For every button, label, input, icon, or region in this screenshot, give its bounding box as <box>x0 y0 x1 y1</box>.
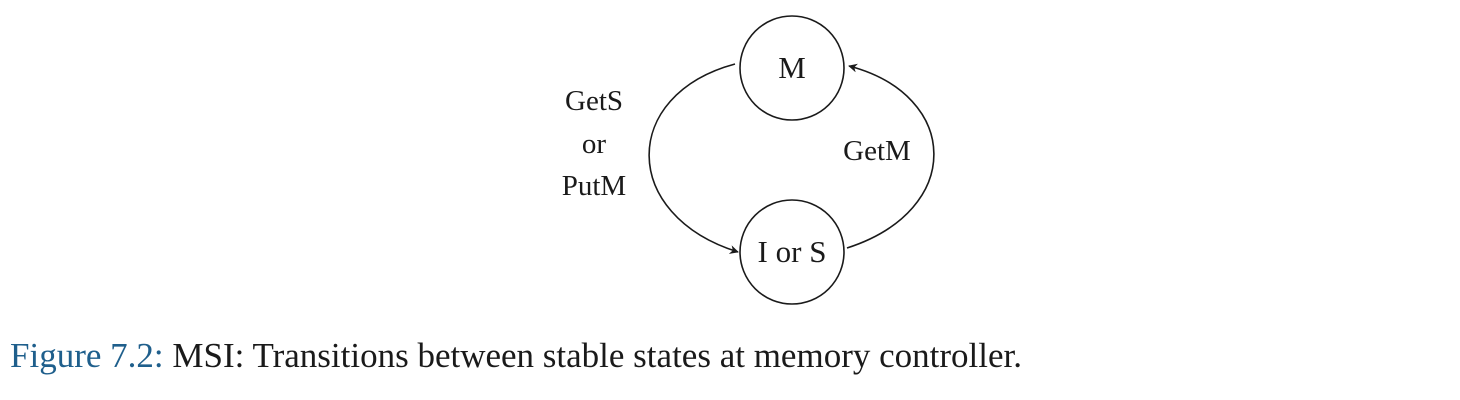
transition-label-i-or-s-to-m: GetM <box>843 135 911 167</box>
state-m: M <box>739 15 845 121</box>
figure-caption: Figure 7.2: MSI: Transitions between sta… <box>10 336 1022 376</box>
transition-label-line: PutM <box>562 170 626 202</box>
transition-label-line: or <box>582 128 607 160</box>
state-m-label: M <box>778 50 806 85</box>
state-i-or-s-circle <box>739 199 845 305</box>
state-diagram: M I or S GetS or PutM GetM <box>562 15 935 305</box>
transition-label-m-to-i-or-s: GetS or PutM <box>562 85 626 202</box>
transition-label-line: GetS <box>565 85 623 117</box>
transition-arrow-m-to-i-or-s <box>648 63 739 254</box>
state-i-or-s-label: I or S <box>758 234 827 269</box>
transition-arrow-i-or-s-to-m <box>846 63 935 249</box>
figure-caption-text: MSI: Transitions between stable states a… <box>172 336 1022 375</box>
figure-number: Figure 7.2: <box>10 336 164 375</box>
state-m-circle <box>739 15 845 121</box>
transition-label-line: GetM <box>843 135 911 167</box>
state-i-or-s: I or S <box>739 199 845 305</box>
